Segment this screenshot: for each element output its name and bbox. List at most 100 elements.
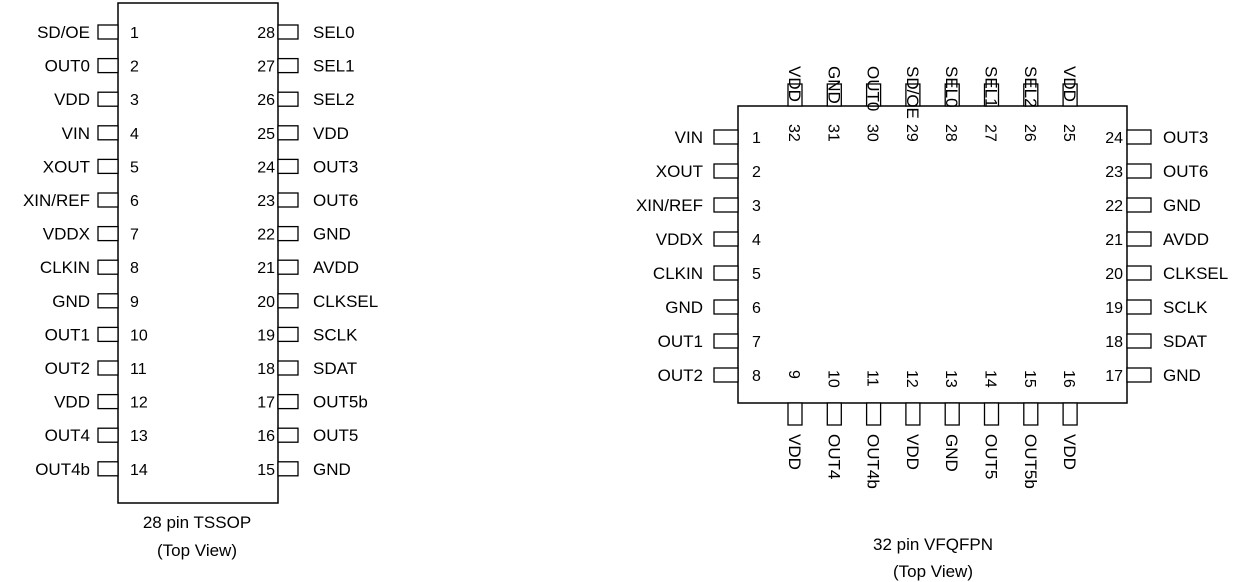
vfqfpn-pin-number: 9 <box>785 370 802 379</box>
tssop-pin-number: 3 <box>130 92 139 109</box>
tssop-pin-name: XIN/REF <box>23 191 90 210</box>
vfqfpn-pin-number: 5 <box>752 266 761 283</box>
vfqfpn-pin-pad <box>1062 402 1078 426</box>
tssop-pin-number: 8 <box>130 260 139 277</box>
vfqfpn-pin-pad <box>713 197 739 213</box>
tssop-pin-number: 1 <box>130 25 139 42</box>
tssop-pin-name: OUT5 <box>313 426 358 445</box>
vfqfpn-pin-number: 20 <box>1105 266 1123 283</box>
tssop-pin-name: VDDX <box>43 225 90 244</box>
tssop-pin-name: OUT6 <box>313 191 358 210</box>
vfqfpn-pin-pad <box>713 231 739 247</box>
vfqfpn-pin-pad <box>787 402 803 426</box>
vfqfpn-pin-name: OUT3 <box>1163 128 1208 147</box>
tssop-pin-number: 20 <box>257 294 275 311</box>
vfqfpn-package: 32 pin VFQFPN (Top View) VDD32GND31OUT03… <box>636 66 1228 581</box>
tssop-pin-name: OUT4b <box>35 460 90 479</box>
vfqfpn-body <box>737 105 1128 404</box>
vfqfpn-pin-name: GND <box>942 434 961 472</box>
tssop-pin-name: CLKIN <box>40 258 90 277</box>
vfqfpn-pin-name: AVDD <box>1163 230 1209 249</box>
tssop-pin-pad <box>277 91 299 107</box>
tssop-pin-name: OUT5b <box>313 393 368 412</box>
tssop-pin-pad <box>277 125 299 141</box>
vfqfpn-pin-pad <box>826 402 842 426</box>
vfqfpn-pin-pad <box>905 83 921 107</box>
tssop-pin-pad <box>97 57 119 74</box>
vfqfpn-pin-name: GND <box>1163 196 1201 215</box>
vfqfpn-pin-name: VDD <box>785 434 804 470</box>
tssop-pin-name: SD/OE <box>37 23 90 42</box>
tssop-pin-name: OUT0 <box>45 57 90 76</box>
tssop-pin-number: 2 <box>130 59 139 76</box>
tssop-pin-pad <box>277 192 299 208</box>
vfqfpn-pin-name: OUT5 <box>982 434 1001 479</box>
tssop-pin-number: 19 <box>257 327 275 344</box>
vfqfpn-pin-number: 15 <box>1021 370 1038 388</box>
vfqfpn-pin-number: 28 <box>942 124 959 142</box>
vfqfpn-pin-name: VDD <box>1060 66 1079 102</box>
vfqfpn-pin-pad <box>1062 83 1078 107</box>
vfqfpn-pin-number: 25 <box>1060 124 1077 142</box>
vfqfpn-pin-number: 32 <box>785 124 802 142</box>
vfqfpn-pin-number: 7 <box>752 334 761 351</box>
vfqfpn-pin-name: VDDX <box>656 230 703 249</box>
vfqfpn-pin-pad <box>826 83 842 107</box>
tssop-pin-number: 14 <box>130 462 148 479</box>
vfqfpn-pin-pad <box>983 83 1000 107</box>
tssop-pin-number: 18 <box>257 361 275 378</box>
vfqfpn-pin-name: SEL1 <box>982 66 1001 108</box>
vfqfpn-pin-pad <box>1126 367 1152 383</box>
vfqfpn-pin-pad <box>1023 402 1039 426</box>
vfqfpn-pin-name: GND <box>824 66 843 104</box>
tssop-pin-name: SEL1 <box>313 57 355 76</box>
vfqfpn-pin-pad <box>944 402 960 426</box>
vfqfpn-pin-number: 23 <box>1105 164 1123 181</box>
vfqfpn-pin-name: OUT4b <box>864 434 883 489</box>
vfqfpn-pin-name: SEL2 <box>1021 66 1040 108</box>
vfqfpn-pin-number: 26 <box>1021 124 1038 142</box>
tssop-pin-pad <box>97 225 119 242</box>
vfqfpn-pin-pad <box>1126 333 1152 349</box>
vfqfpn-pin-number: 2 <box>752 164 761 181</box>
vfqfpn-pin-number: 10 <box>824 370 841 388</box>
vfqfpn-right-pins: OUT324OUT623GND22AVDD21CLKSEL20SCLK19SDA… <box>1105 128 1228 385</box>
tssop-pin-pad <box>97 427 119 443</box>
vfqfpn-pin-name: SEL0 <box>942 66 961 108</box>
tssop-pin-pad <box>277 158 299 175</box>
tssop-pin-name: CLKSEL <box>313 292 378 311</box>
vfqfpn-pin-number: 13 <box>942 370 959 388</box>
vfqfpn-pin-name: VDD <box>1060 434 1079 470</box>
tssop-pin-number: 16 <box>257 428 275 445</box>
tssop-pin-name: SDAT <box>313 359 357 378</box>
tssop-pin-pad <box>277 461 299 477</box>
tssop-pin-pad <box>97 393 119 410</box>
vfqfpn-pin-pad <box>1126 129 1152 145</box>
vfqfpn-pin-pad <box>1126 265 1152 281</box>
tssop-pin-name: SEL0 <box>313 23 355 42</box>
tssop-pin-pad <box>277 360 299 376</box>
tssop-pin-name: OUT3 <box>313 157 358 176</box>
vfqfpn-pin-number: 6 <box>752 300 761 317</box>
tssop-pin-pad <box>277 293 299 309</box>
tssop-pin-pad <box>97 293 119 309</box>
tssop-pin-number: 23 <box>257 193 275 210</box>
vfqfpn-pin-pad <box>713 333 739 349</box>
vfqfpn-pin-name: SCLK <box>1163 298 1208 317</box>
tssop-pin-number: 4 <box>130 126 139 143</box>
tssop-pin-name: XOUT <box>43 157 90 176</box>
tssop-pin-name: SCLK <box>313 325 358 344</box>
vfqfpn-pin-name: VIN <box>675 128 703 147</box>
tssop-pin-pad <box>97 192 119 208</box>
vfqfpn-pin-number: 31 <box>824 124 841 142</box>
tssop-pin-pad <box>277 24 299 40</box>
vfqfpn-pin-name: GND <box>665 298 703 317</box>
tssop-pin-name: VDD <box>54 393 90 412</box>
tssop-pin-pad <box>277 259 299 275</box>
tssop-pin-number: 24 <box>257 159 275 176</box>
vfqfpn-pin-name: OUT2 <box>658 366 703 385</box>
vfqfpn-pin-pad <box>983 402 1000 426</box>
tssop-pin-pad <box>277 427 299 443</box>
vfqfpn-pin-name: SD/OE <box>903 66 922 119</box>
vfqfpn-pin-number: 29 <box>903 124 920 142</box>
